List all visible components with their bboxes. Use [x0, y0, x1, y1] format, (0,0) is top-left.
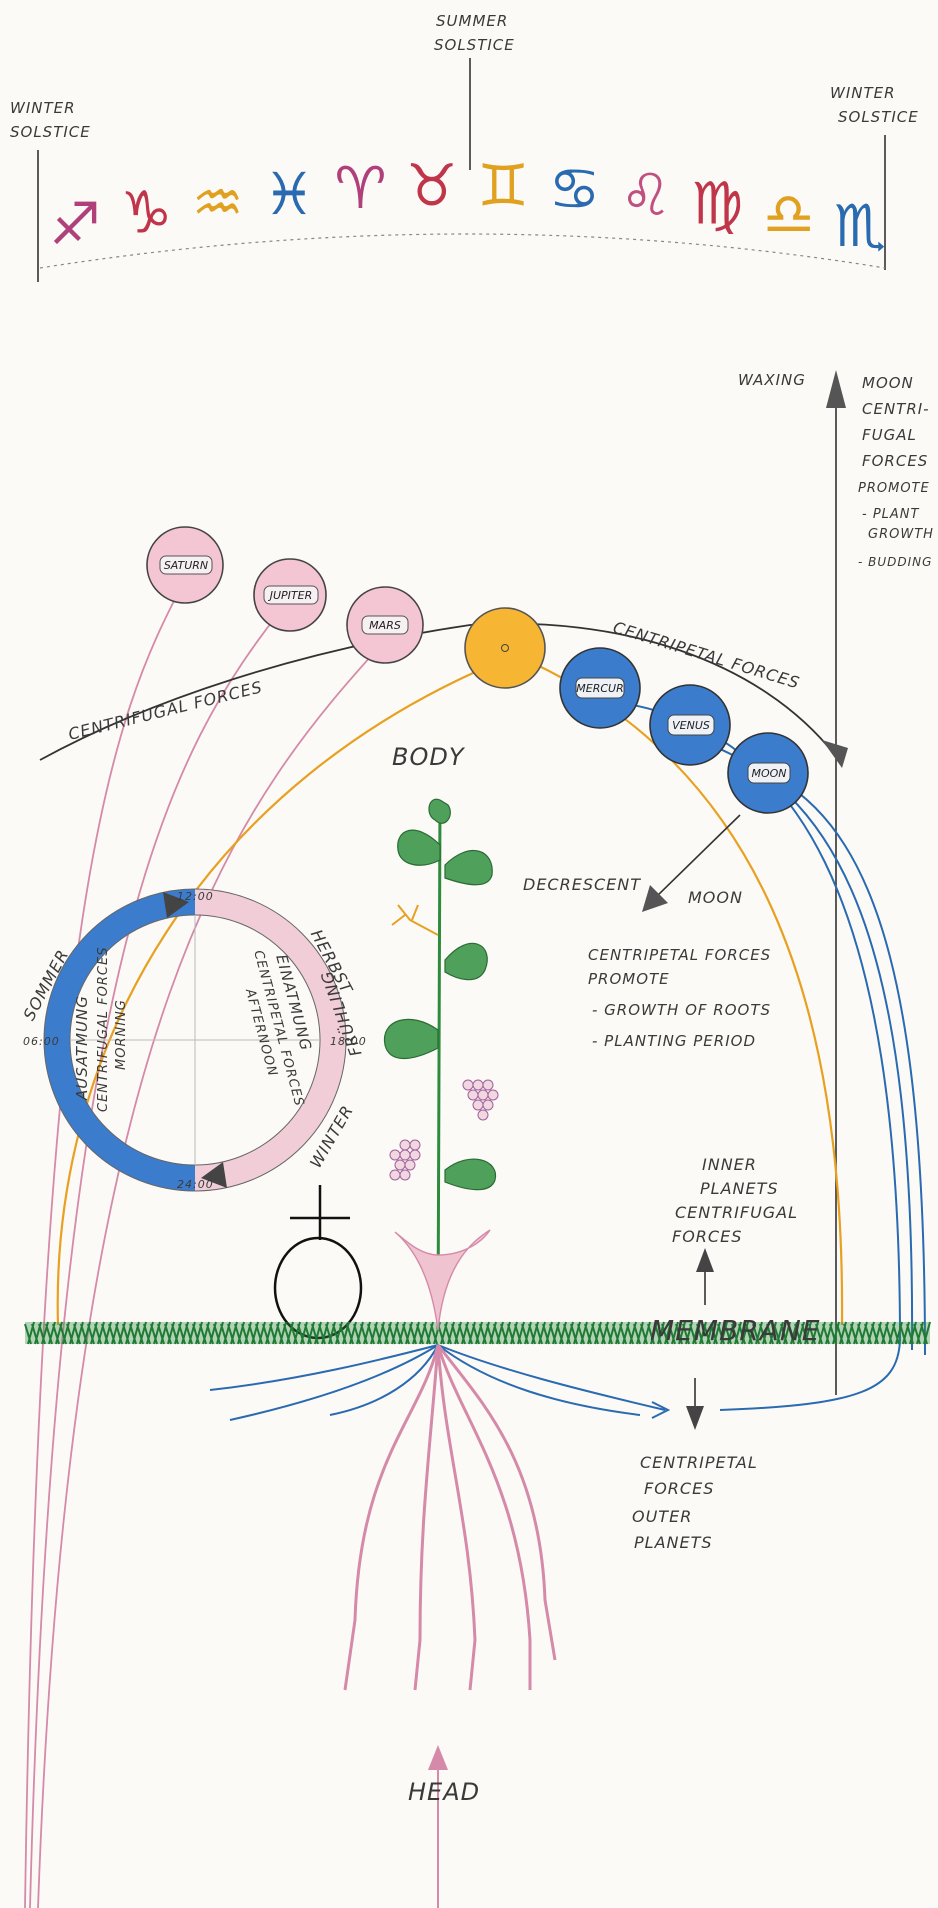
body-label: BODY [392, 743, 466, 771]
summer-solstice-label: SUMMER SOLSTICE [434, 12, 515, 54]
planet-mercur: MERCUR [560, 648, 640, 728]
moon-path [780, 780, 925, 1355]
decrescent-moon-label: MOON [688, 888, 743, 907]
svg-text:MOON: MOON [751, 767, 786, 780]
clock-time-24: 24:00 [177, 1178, 214, 1191]
waxing-arrow-icon [826, 370, 846, 408]
morning-label: MORNING [114, 999, 129, 1070]
zodiac-section: WINTER SOLSTICE SUMMER SOLSTICE WINTER S… [10, 12, 919, 282]
membrane: MEMBRANE [25, 1314, 930, 1347]
svg-text:MERCUR: MERCUR [576, 682, 623, 695]
waxing-moon-section: WAXING MOON CENTRI- FUGAL FORCES PROMOTE… [738, 370, 938, 1395]
zodiac-sign-2: ♑ [120, 179, 172, 247]
leaf-left-2 [384, 1019, 438, 1058]
zodiac-sign-12: ♏ [834, 192, 886, 260]
grape-cluster-2 [390, 1140, 420, 1180]
zodiac-signs: ♐ ♑ ♒ ♓ ♈ ♉ ♊ ♋ ♌ ♍ ♎ ♏ [49, 151, 886, 260]
outer-planet-paths [25, 580, 390, 1908]
leaf-top [429, 799, 450, 823]
tendril [392, 905, 438, 935]
head-arrow-icon [428, 1745, 448, 1770]
svg-text:MARS: MARS [369, 619, 401, 632]
leaf-right-1 [445, 851, 492, 885]
zodiac-sign-4: ♓ [263, 160, 315, 228]
plant-pink-base [395, 1230, 490, 1330]
decrescent-label: DECRESCENT [523, 875, 641, 894]
svg-text:VENUS: VENUS [672, 719, 710, 732]
waxing-moon-description: MOON CENTRI- FUGAL FORCES PROMOTE - PLAN… [858, 374, 938, 569]
zodiac-sign-10: ♍ [691, 170, 743, 238]
inner-planets-label: INNER PLANETS CENTRIFUGAL FORCES [672, 1155, 804, 1246]
planets: SATURN JUPITER MARS MERCUR VENUS [147, 527, 808, 813]
leaf-right-2 [445, 943, 487, 979]
zodiac-sign-5: ♈ [334, 154, 386, 222]
saturn-path [25, 580, 185, 1908]
svg-text:SATURN: SATURN [164, 559, 208, 572]
leaf-right-3 [445, 1159, 496, 1190]
zodiac-sign-8: ♋ [549, 155, 601, 223]
grape-cluster-1 [463, 1080, 498, 1120]
membrane-label: MEMBRANE [650, 1314, 820, 1347]
planet-venus: VENUS [650, 685, 730, 765]
zodiac-sign-11: ♎ [763, 180, 815, 248]
winter-solstice-right-label: WINTER SOLSTICE [830, 84, 919, 126]
clock-time-12: 12:00 [177, 890, 214, 903]
planet-saturn: SATURN [147, 527, 223, 603]
ausatmung-label: AUSATMUNG [73, 995, 91, 1101]
pink-roots [345, 1345, 555, 1690]
jupiter-path [30, 605, 285, 1908]
waxing-label: WAXING [738, 371, 806, 389]
zodiac-sign-9: ♌ [620, 161, 672, 229]
outer-planets-label: CENTRIPETAL FORCES OUTER PLANETS [632, 1453, 764, 1552]
mars-path [38, 635, 390, 1908]
leaf-left-1 [398, 830, 440, 865]
head-section: HEAD [408, 1745, 480, 1908]
svg-text:JUPITER: JUPITER [268, 589, 313, 602]
planet-jupiter: JUPITER [254, 559, 326, 631]
centripetal-arrow-icon [822, 740, 848, 768]
clock-time-06: 06:00 [23, 1035, 60, 1048]
planet-moon: MOON [728, 733, 808, 813]
centrifugal-forces-clock-label: CENTRIFUGAL FORCES [96, 947, 111, 1112]
zodiac-sign-7: ♊ [477, 152, 529, 220]
winter-solstice-left-label: WINTER SOLSTICE [10, 99, 91, 141]
zodiac-sign-6: ♉ [406, 151, 458, 219]
head-label: HEAD [408, 1778, 480, 1806]
centrifugal-forces-label: CENTRIFUGAL FORCES [66, 677, 264, 744]
planet-mars: MARS [347, 587, 423, 663]
zodiac-sign-1: ♐ [49, 190, 101, 258]
decrescent-moon-section: DECRESCENT MOON CENTRIPETAL FORCES PROMO… [523, 815, 777, 1050]
earth-symbol-icon [275, 1185, 361, 1338]
decrescent-line [655, 815, 740, 898]
up-arrow-icon [696, 1248, 714, 1272]
down-arrow-icon [686, 1406, 704, 1430]
sun [465, 608, 545, 688]
decrescent-description: CENTRIPETAL FORCES PROMOTE - GROWTH OF R… [588, 946, 777, 1050]
zodiac-sign-3: ♒ [192, 168, 244, 236]
grapevine-plant [384, 799, 498, 1330]
membrane-arrows: INNER PLANETS CENTRIFUGAL FORCES CENTRIP… [632, 1155, 804, 1552]
